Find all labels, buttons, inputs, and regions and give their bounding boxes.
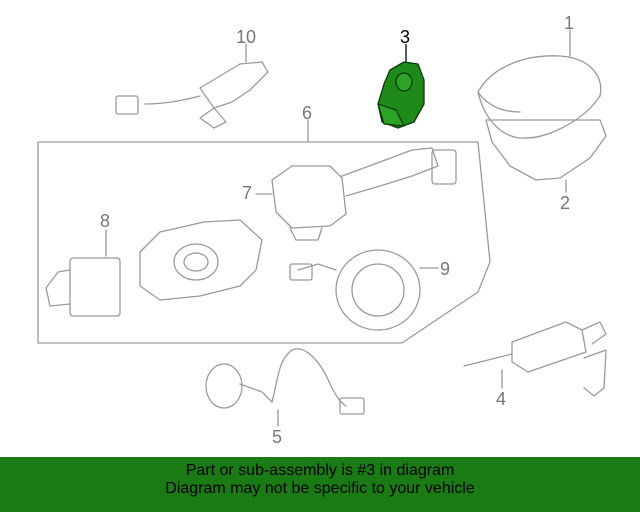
callout-3: 3 [400,27,411,47]
part-7-combination-switch [255,147,457,241]
banner-line-2: Diagram may not be specific to your vehi… [165,480,475,497]
part-9-spiral-cable [289,249,439,331]
callout-4: 4 [496,389,507,409]
part-3-highlighted [377,61,425,129]
callout-9: 9 [440,259,451,279]
part-10-switch [115,43,269,129]
part-1-upper-cover [477,29,602,139]
callout-7: 7 [242,183,253,203]
callout-8: 8 [100,211,111,231]
info-banner: Part or sub-assembly is #3 in diagram Di… [0,457,640,512]
callout-1: 1 [564,13,575,33]
part-4-lock-cylinder [463,321,607,397]
part-cable-housing [139,219,263,301]
part-2-lower-cover [485,119,607,193]
callout-10: 10 [236,27,257,47]
part-5-harness [205,348,365,427]
part-8-switch [45,229,121,317]
callout-2: 2 [560,193,571,213]
callout-6: 6 [302,103,313,123]
parts-diagram [37,29,607,427]
callout-5: 5 [272,427,283,447]
banner-line-1: Part or sub-assembly is #3 in diagram [185,462,455,479]
assembly-group-box [37,141,491,344]
